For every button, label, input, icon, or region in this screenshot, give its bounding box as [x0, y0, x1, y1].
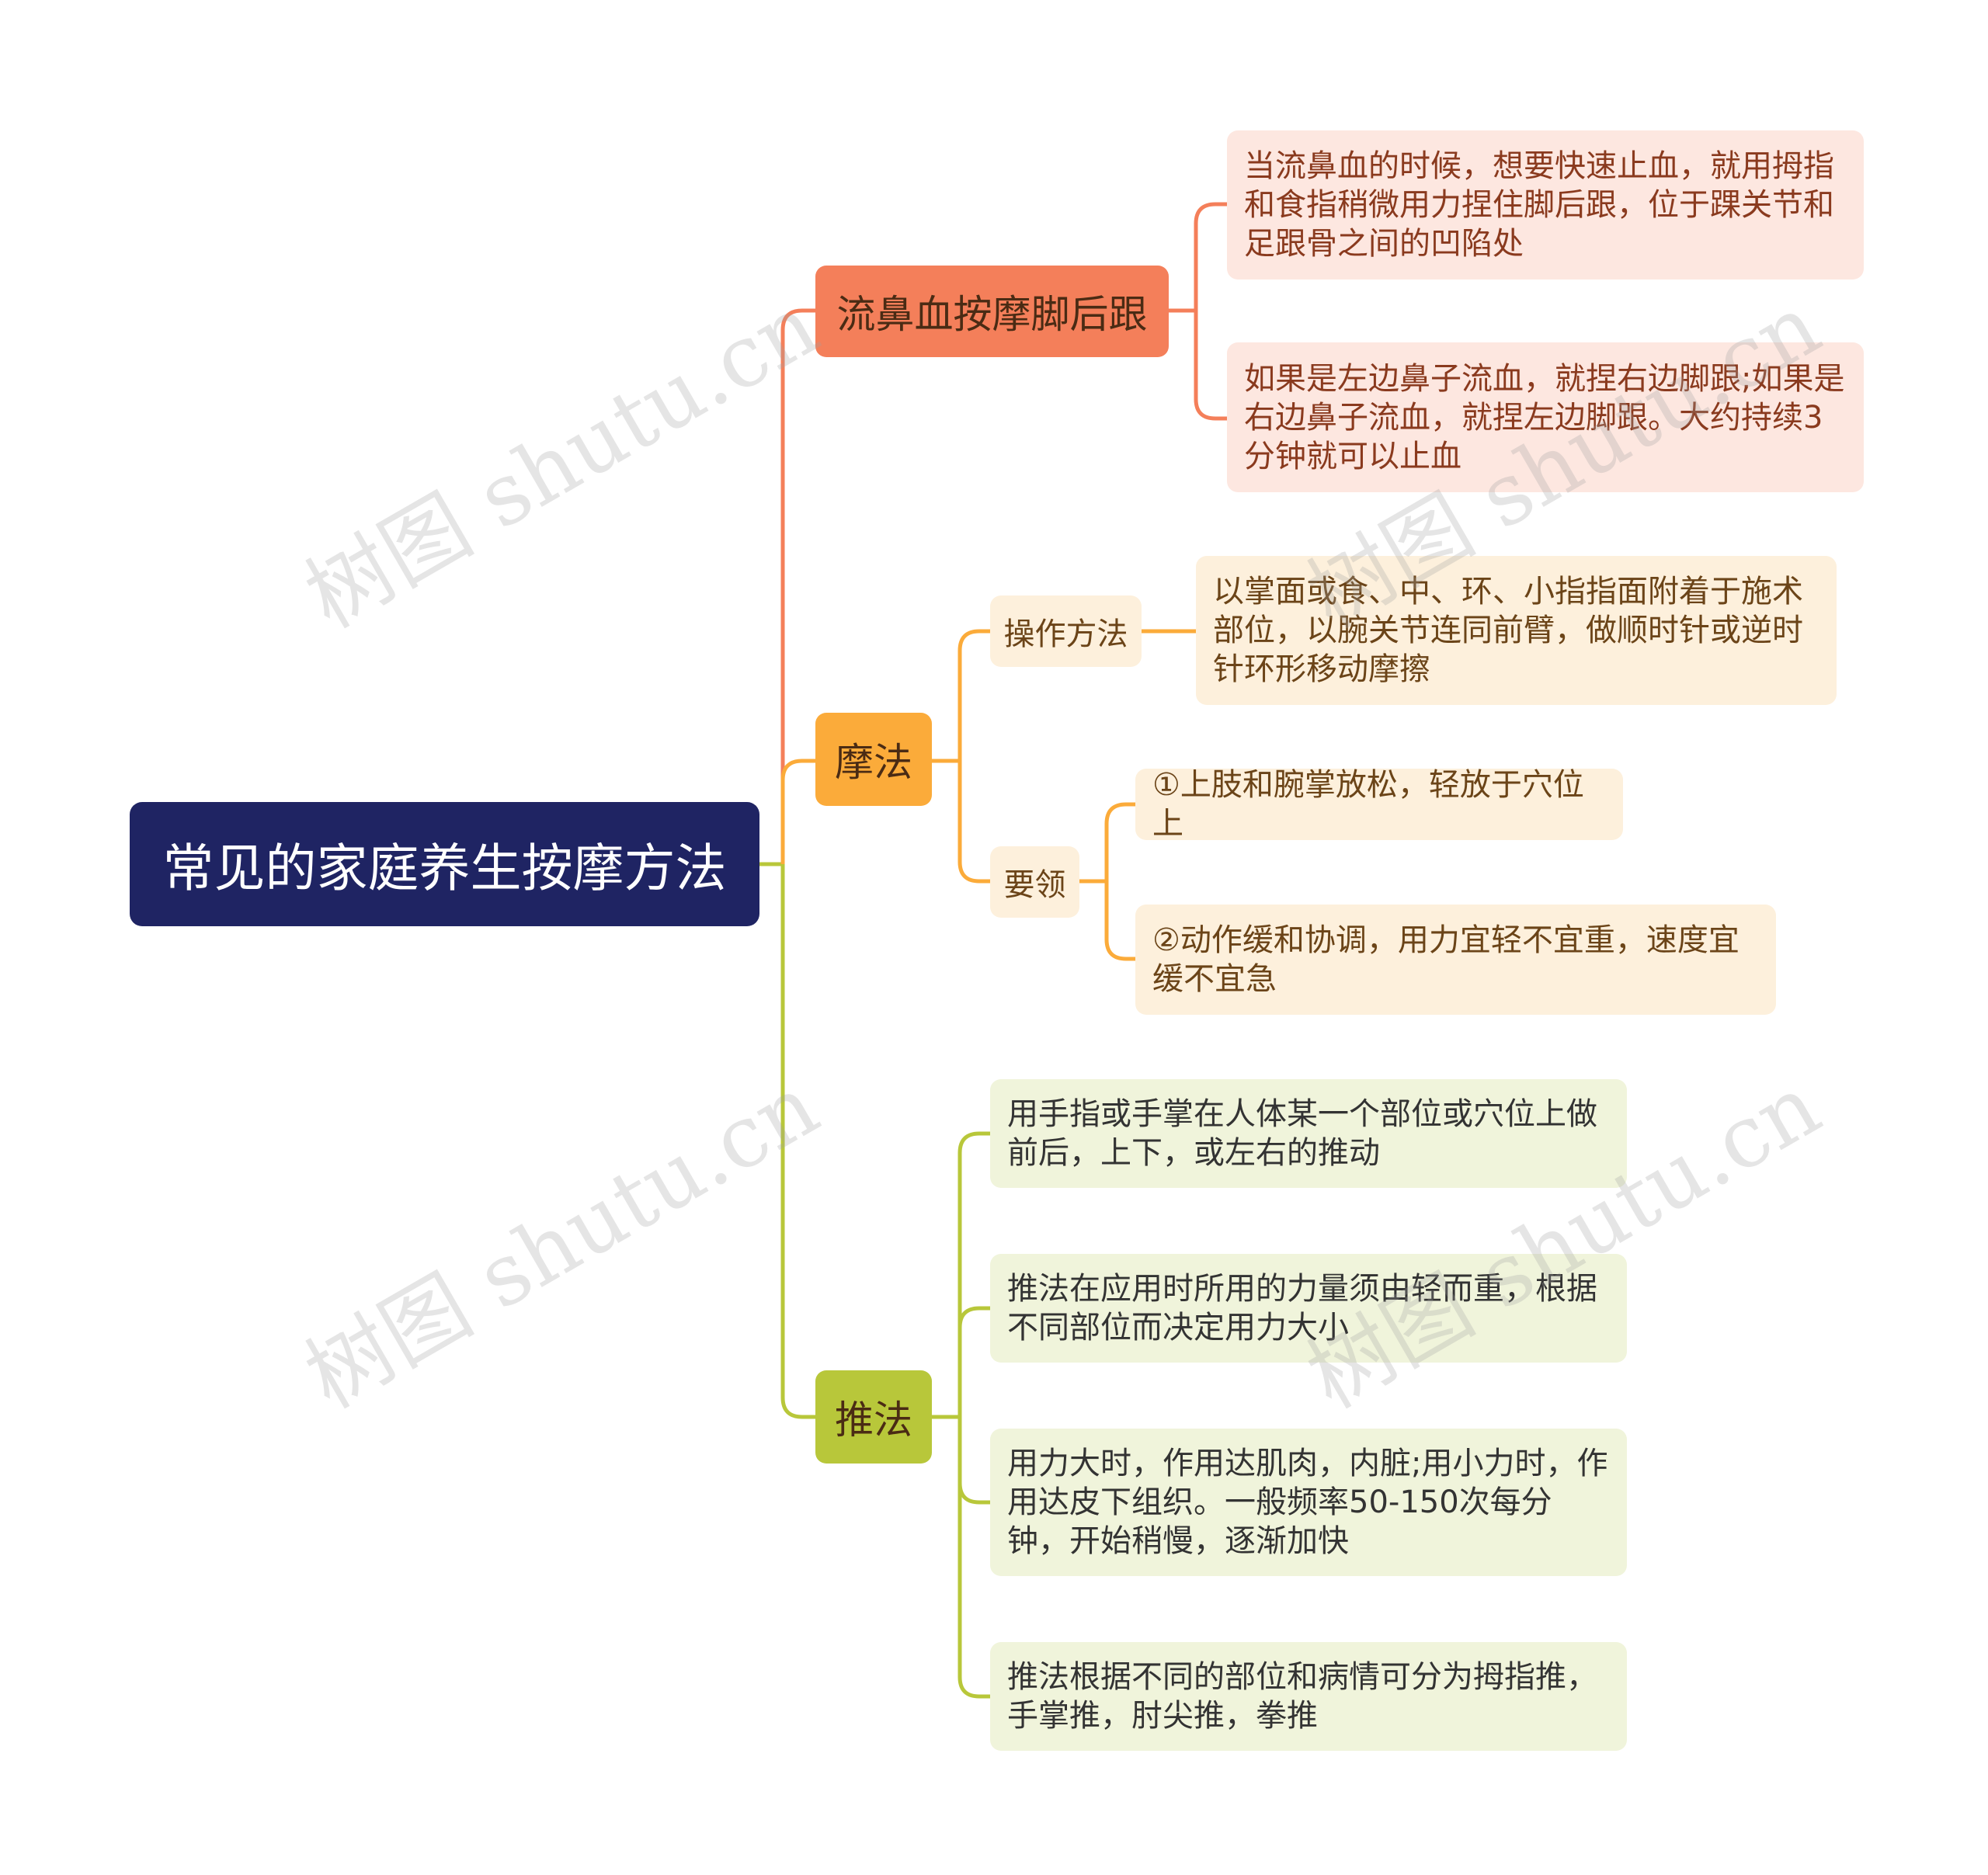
branch-nosebleed-heel[interactable]: 流鼻血按摩脚后跟 — [815, 266, 1169, 357]
leaf-key-point-1[interactable]: ①上肢和腕掌放松，轻放于穴位上 — [1135, 767, 1623, 842]
leaf-nosebleed-1[interactable]: 当流鼻血的时候，想要快速止血，就用拇指和食指稍微用力捏住脚后跟，位于踝关节和足跟… — [1227, 130, 1864, 280]
branch-label: 摩法 — [835, 740, 912, 785]
branch-rubbing[interactable]: 摩法 — [815, 713, 932, 806]
leaf-pushing-4[interactable]: 推法根据不同的部位和病情可分为拇指推，手掌推，肘尖推，拳推 — [990, 1642, 1627, 1751]
leaf-operation-method[interactable]: 以掌面或食、中、环、小指指面附着于施术部位，以腕关节连同前臂，做顺时针或逆时针环… — [1196, 556, 1837, 705]
leaf-key-point-2[interactable]: ②动作缓和协调，用力宜轻不宜重，速度宜缓不宜急 — [1135, 905, 1776, 1015]
root-topic-label: 常见的家庭养生按摩方法 — [162, 839, 727, 898]
leaf-pushing-1[interactable]: 用手指或手掌在人体某一个部位或穴位上做前后，上下，或左右的推动 — [990, 1079, 1627, 1188]
leaf-nosebleed-2[interactable]: 如果是左边鼻子流血，就捏右边脚跟;如果是右边鼻子流血，就捏左边脚跟。大约持续3分… — [1227, 342, 1864, 492]
root-topic[interactable]: 常见的家庭养生按摩方法 — [130, 802, 759, 926]
sub-operation-method[interactable]: 操作方法 — [990, 595, 1142, 667]
branch-label: 推法 — [835, 1398, 912, 1443]
sub-key-points[interactable]: 要领 — [990, 846, 1079, 918]
leaf-pushing-2[interactable]: 推法在应用时所用的力量须由轻而重，根据不同部位而决定用力大小 — [990, 1254, 1627, 1363]
branch-pushing[interactable]: 推法 — [815, 1370, 932, 1464]
leaf-pushing-3[interactable]: 用力大时，作用达肌肉，内脏;用小力时，作用达皮下组织。一般频率50-150次每分… — [990, 1429, 1627, 1576]
branch-label: 流鼻血按摩脚后跟 — [836, 292, 1148, 337]
